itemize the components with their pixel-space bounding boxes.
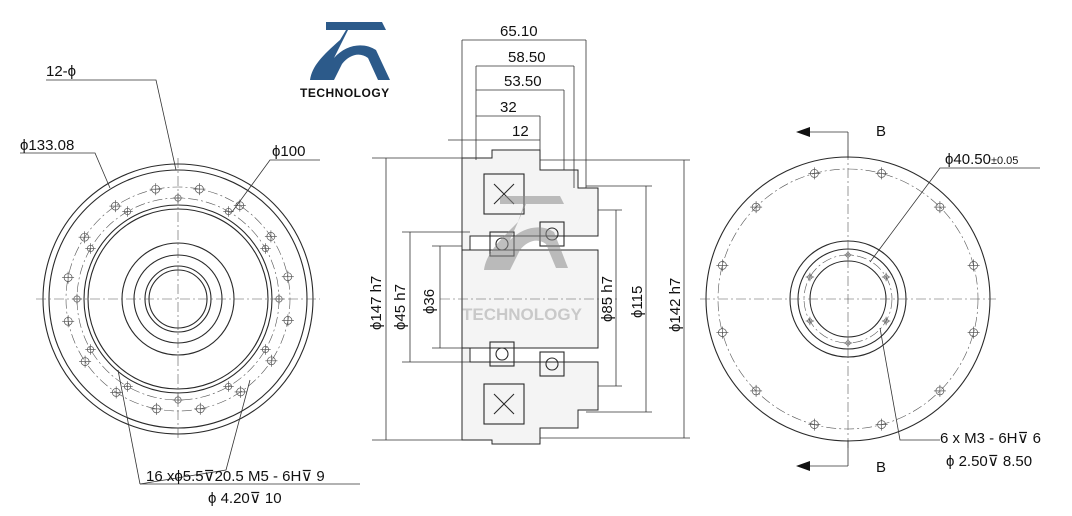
dim-5350: 53.50 xyxy=(504,73,542,90)
rear-view: B B ϕ40.50±0.05 6 x M3 - 6H⊽ 6 ϕ 2.50⊽ 8… xyxy=(700,123,1041,476)
bore-leader xyxy=(869,167,1040,263)
dim-45h7: ϕ45 h7 xyxy=(392,284,409,330)
outer-diameter-label: ϕ133.08 xyxy=(20,137,74,154)
rear-bolt-holes xyxy=(716,167,980,431)
front-callout-line2: ϕ 4.20⊽ 10 xyxy=(208,490,282,507)
small-bearing-lower xyxy=(489,341,515,367)
bore-label: ϕ40.50±0.05 xyxy=(945,151,1018,168)
dim-5850: 58.50 xyxy=(508,49,546,66)
watermark: TECHNOLOGY xyxy=(462,196,583,324)
pitch-diameter-label: ϕ100 xyxy=(272,143,305,160)
dim-36: ϕ36 xyxy=(421,289,438,314)
rear-callout-line1: 6 x M3 - 6H⊽ 6 xyxy=(940,430,1041,447)
dim-115: ϕ115 xyxy=(629,286,646,318)
hole-count-leader xyxy=(46,79,177,171)
bearing-lower-outer xyxy=(483,383,525,425)
watermark-text: TECHNOLOGY xyxy=(462,305,583,324)
dim-142h7: ϕ142 h7 xyxy=(667,278,684,332)
watermark-mark-icon xyxy=(484,196,568,270)
rear-callout-line2: ϕ 2.50⊽ 8.50 xyxy=(946,453,1032,470)
section-view: 65.10 58.50 53.50 32 12 ϕ147 h7 ϕ45 h7 ϕ… xyxy=(368,23,690,445)
callout-leader-2 xyxy=(139,379,251,485)
dim-147h7: ϕ147 h7 xyxy=(368,276,385,330)
hole-count-label: 12-ϕ xyxy=(46,63,76,80)
dim-32: 32 xyxy=(500,99,517,116)
thread-callout-leader xyxy=(879,327,940,441)
callout-leader-1 xyxy=(117,369,141,485)
outer-diameter-leader xyxy=(20,152,111,189)
pitch-diameter-leader xyxy=(231,159,320,213)
front-bolt-holes xyxy=(62,183,294,415)
small-bearing-right-lower xyxy=(539,351,565,377)
brand-logo: TECHNOLOGY xyxy=(300,22,390,100)
logo-mark-icon xyxy=(310,22,390,80)
dim-12: 12 xyxy=(512,123,529,140)
section-mark-top: B xyxy=(876,123,886,140)
bearing-upper-outer xyxy=(483,173,525,215)
section-mark-bottom: B xyxy=(876,459,886,476)
small-bearing-lower-ball xyxy=(495,347,509,361)
front-callout-line1: 16 xϕ5.5⊽20.5 M5 - 6H⊽ 9 xyxy=(146,468,325,485)
section-arrow-top-icon xyxy=(796,127,810,137)
logo-text: TECHNOLOGY xyxy=(300,86,390,100)
small-bearing-right-lower-ball xyxy=(545,357,559,371)
bearing-upper-roller-b xyxy=(493,183,515,205)
section-arrow-bottom-icon xyxy=(796,461,810,471)
dim-6510: 65.10 xyxy=(500,23,538,40)
dim-85h7: ϕ85 h7 xyxy=(599,276,616,322)
section-body-lower xyxy=(461,347,599,445)
front-view: 12-ϕ ϕ133.08 ϕ100 16 xϕ5.5⊽20.5 M5 - 6H⊽… xyxy=(20,63,360,507)
bearing-lower-roller-b xyxy=(493,393,515,415)
